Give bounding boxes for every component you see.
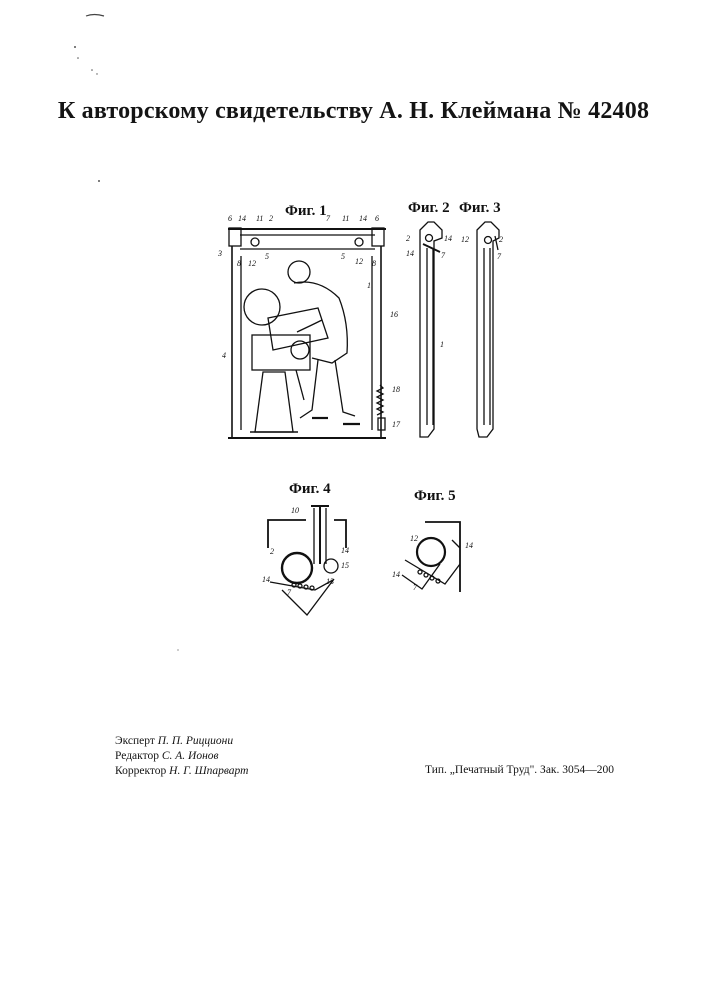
callout: 7 xyxy=(287,588,292,597)
callout: 7 xyxy=(326,214,331,223)
callout: 12 xyxy=(248,259,256,268)
credits-block: Эксперт П. П. Рицциони Редактор С. А. Ио… xyxy=(115,734,248,779)
callout: 13 xyxy=(326,577,334,586)
callout: 12 xyxy=(355,257,363,266)
callout: 2 xyxy=(406,234,410,243)
callout: 15 xyxy=(341,561,349,570)
printer-imprint: Тип. „Печатный Труд". Зак. 3054—200 xyxy=(425,764,614,776)
callout: 7 xyxy=(497,252,502,261)
credit-row: Редактор С. А. Ионов xyxy=(115,749,248,764)
figure-3-label: Фиг. 3 xyxy=(459,200,501,216)
callout: 7 xyxy=(441,251,446,260)
callout: 2 xyxy=(499,235,503,244)
credit-row: Корректор Н. Г. Шпарварт xyxy=(115,764,248,779)
callout: 2 xyxy=(269,214,273,223)
callout: 14 xyxy=(341,546,349,555)
callout: 1 xyxy=(367,281,371,290)
callout: 7 xyxy=(413,583,418,592)
figure-4-drawing xyxy=(268,506,346,615)
callout: 18 xyxy=(392,385,400,394)
figure-4-label: Фиг. 4 xyxy=(289,481,331,497)
callout: 12 xyxy=(461,235,469,244)
callout: 12 xyxy=(410,534,418,543)
callout: 14 xyxy=(392,570,400,579)
figure-2-drawing xyxy=(420,222,442,437)
credit-name: Н. Г. Шпарварт xyxy=(169,765,248,777)
callout: 14 xyxy=(262,575,270,584)
callout: 14 xyxy=(444,234,452,243)
callout: 5 xyxy=(265,252,269,261)
callout: 14 xyxy=(465,541,473,550)
callout: 8 xyxy=(372,259,376,268)
page-specks xyxy=(74,15,179,651)
credit-role: Корректор xyxy=(115,765,166,777)
figure-5-drawing xyxy=(402,522,460,592)
callout: 3 xyxy=(217,249,222,258)
credit-name: С. А. Ионов xyxy=(162,750,219,762)
callout: 1 xyxy=(440,340,444,349)
callout: 11 xyxy=(342,214,349,223)
callout: 5 xyxy=(341,252,345,261)
callout: 6 xyxy=(375,214,379,223)
callout: 8 xyxy=(237,259,241,268)
callout: 14 xyxy=(359,214,367,223)
credit-name: П. П. Рицциони xyxy=(158,735,233,747)
callout: 10 xyxy=(291,506,299,515)
credit-role: Редактор xyxy=(115,750,159,762)
credit-row: Эксперт П. П. Рицциони xyxy=(115,734,248,749)
figure-5-label: Фиг. 5 xyxy=(414,488,456,504)
callout: 16 xyxy=(390,310,398,319)
callout: 4 xyxy=(222,351,226,360)
figure-3-drawing xyxy=(477,222,499,437)
credit-role: Эксперт xyxy=(115,735,155,747)
figure-1-label: Фиг. 1 xyxy=(285,203,327,219)
callout: 17 xyxy=(392,420,401,429)
callout: 11 xyxy=(256,214,263,223)
callout: 14 xyxy=(238,214,246,223)
callout: 6 xyxy=(228,214,232,223)
callout: 2 xyxy=(270,547,274,556)
callout: 14 xyxy=(406,249,414,258)
figure-2-label: Фиг. 2 xyxy=(408,200,450,216)
